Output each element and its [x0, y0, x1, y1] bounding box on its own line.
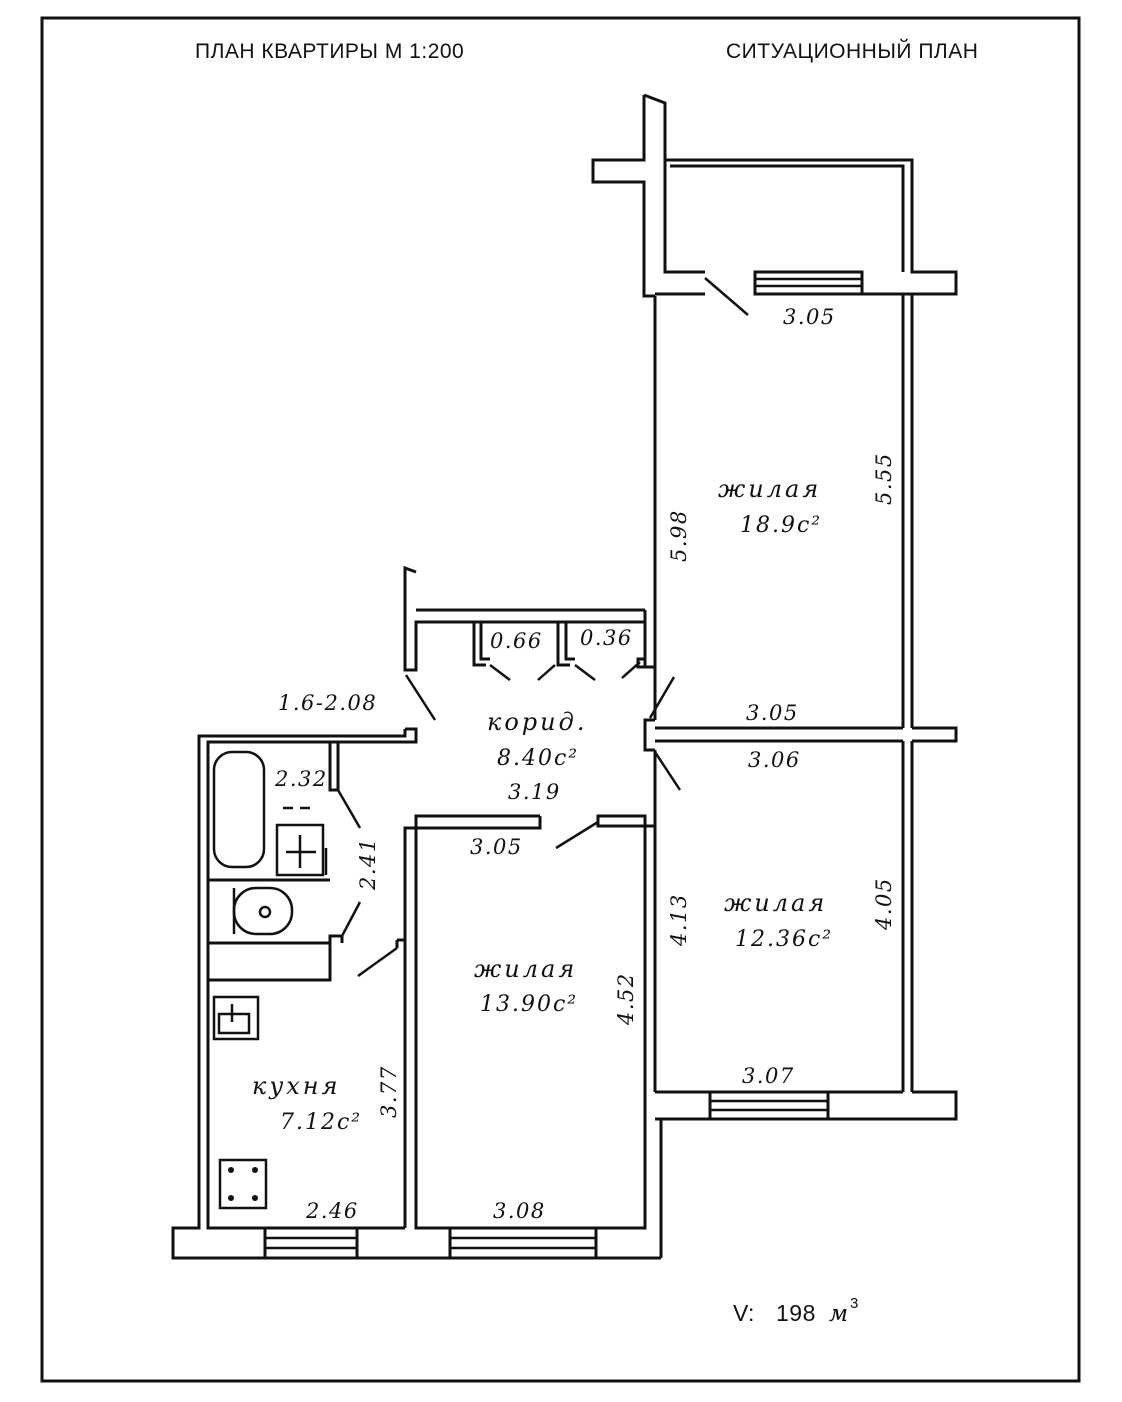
stove [218, 1158, 268, 1210]
washbasin [275, 823, 328, 877]
dim-middle-height: 4.52 [614, 972, 638, 1026]
dim-large-top: 3.05 [783, 305, 836, 329]
dim-bath: 2.32 [274, 767, 328, 791]
sheet-border [40, 16, 1081, 1383]
volume-unit: м [829, 1301, 848, 1327]
dim-kitchen-height: 3.77 [377, 1065, 401, 1118]
volume-readout: V: 198 м 3 [733, 1295, 859, 1327]
dim-corridor-length: 3.19 [508, 780, 561, 804]
room-area-living-middle: 13.90с² [480, 992, 578, 1017]
dim-right-bottom: 3.07 [742, 1064, 795, 1088]
kitchen-sink [212, 995, 260, 1041]
bathtub [212, 750, 266, 869]
walls [171, 93, 958, 1260]
door-swings [336, 277, 749, 978]
closet-1-area: 0.66 [490, 629, 543, 653]
room-area-kitchen: 7.12с² [280, 1110, 362, 1135]
toilet [232, 886, 294, 936]
room-area-corridor: 8.40с² [497, 746, 579, 771]
room-name-living-middle: жилая [474, 955, 577, 983]
dim-right-height: 4.05 [872, 877, 896, 931]
dim-right-top: 3.06 [748, 748, 801, 772]
situation-plan-title: СИТУАЦИОННЫЙ ПЛАН [726, 39, 978, 63]
dim-right-left: 4.13 [667, 893, 691, 947]
room-name-corridor: корид. [487, 708, 587, 736]
room-name-living-right: жилая [724, 889, 827, 917]
room-area-living-right: 12.36с² [735, 927, 833, 952]
dim-middle-bottom: 3.08 [493, 1199, 546, 1223]
room-area-living-large: 18.9с² [740, 513, 822, 538]
closet-2-area: 0.36 [580, 626, 633, 650]
room-name-kitchen: кухня [252, 1072, 341, 1100]
dim-large-height: 5.55 [872, 452, 896, 505]
dim-kitchen-bottom: 2.46 [305, 1199, 359, 1223]
dim-middle-top: 3.05 [470, 835, 523, 859]
volume-unit-exponent: 3 [850, 1295, 859, 1312]
volume-label: V: [733, 1300, 755, 1326]
dim-large-bottom: 3.05 [746, 701, 799, 725]
dim-corridor-hall: 1.6-2.08 [278, 691, 377, 715]
volume-value: 198 [776, 1300, 816, 1326]
plan-title: ПЛАН КВАРТИРЫ М 1:200 [195, 40, 464, 63]
room-name-living-large: жилая [718, 475, 821, 503]
dim-bath-side: 2.41 [356, 837, 380, 891]
dim-large-left: 5.98 [667, 509, 691, 562]
